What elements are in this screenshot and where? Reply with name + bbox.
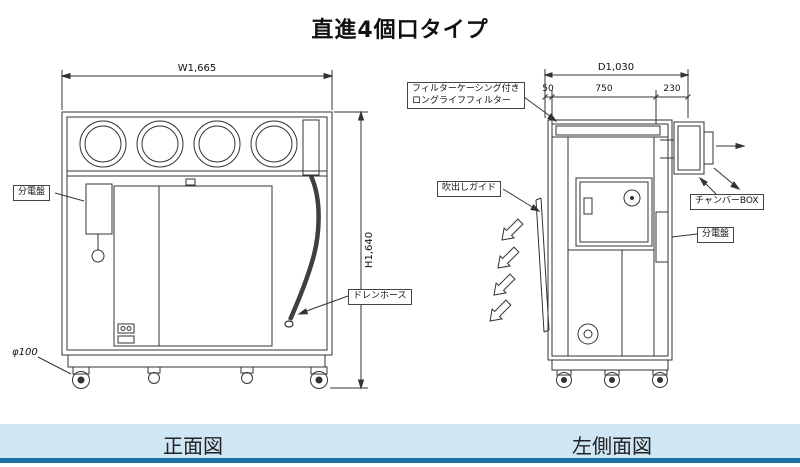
- outlet-arrow-diagonal: [713, 167, 741, 190]
- front-height-dim-text: H1,640: [364, 232, 375, 268]
- front-caster-right: [310, 366, 328, 389]
- fan-outlet-3: [193, 120, 241, 168]
- leader-caster-diameter: [37, 356, 72, 375]
- airflow-arrow: [501, 218, 524, 241]
- filter-casing: [555, 125, 661, 136]
- fan-outlet-4: [250, 120, 298, 168]
- side-inner-unit: [575, 177, 653, 247]
- fan-outlet-2: [136, 120, 184, 168]
- side-caster-1: [556, 369, 572, 388]
- footer-bar: [0, 458, 800, 463]
- front-width-dimension: [60, 70, 334, 110]
- leader-filter: [523, 96, 558, 122]
- door-handle: [185, 178, 196, 186]
- caption-side-view: 左側面図: [572, 434, 652, 458]
- side-caster-2: [604, 369, 620, 388]
- side-dim-seg-230: 230: [663, 84, 680, 94]
- blowout-guide: [535, 197, 550, 333]
- fan-motor-symbol: [623, 189, 641, 207]
- side-view: [489, 69, 746, 388]
- side-cabinet-outline: [547, 119, 673, 361]
- front-left-panel: [85, 183, 113, 263]
- leader-guide: [502, 188, 541, 212]
- side-depth-dimension: [542, 69, 691, 124]
- leader-distribution-board-side: [671, 233, 698, 238]
- label-distribution-board-front: 分電盤: [13, 185, 51, 201]
- front-foot-right: [240, 366, 254, 384]
- footer-band: [0, 424, 800, 458]
- outlet-arrow-right: [716, 142, 746, 150]
- side-base-frame: [551, 359, 669, 371]
- drawing-canvas: W1,665 H1,640 φ100 D1,030 50 750 230: [12, 62, 746, 390]
- label-chamber-box: チャンバーBOX: [690, 194, 764, 210]
- label-outlet-guide: 吹出しガイド: [437, 181, 502, 197]
- front-foot-left: [147, 366, 161, 384]
- side-distribution-board: [655, 211, 669, 263]
- front-base-frame: [67, 354, 326, 368]
- side-bottom-details: [577, 323, 599, 345]
- fan-outlets: [79, 120, 298, 168]
- front-caster-left: [72, 366, 90, 389]
- side-caster-3: [652, 369, 668, 388]
- label-filter-line1: フィルターケーシング付き: [412, 84, 520, 94]
- front-door-panel: [113, 178, 273, 347]
- page-title: 直進4個口タイプ: [311, 18, 489, 43]
- airflow-arrow: [489, 299, 512, 322]
- leader-chamber: [698, 176, 717, 195]
- caster-diameter-text: φ100: [12, 347, 38, 358]
- chamber-box: [660, 121, 714, 175]
- airflow-arrows: [489, 218, 524, 322]
- fan-outlet-1: [79, 120, 127, 168]
- drain-hose: [284, 119, 321, 328]
- side-dim-seg-50: 50: [542, 84, 554, 94]
- label-distribution-board-side: 分電盤: [697, 227, 735, 243]
- side-depth-dim-text: D1,030: [598, 62, 634, 73]
- airflow-arrow: [497, 246, 520, 269]
- label-filter-line2: ロングライフフィルター: [412, 95, 511, 106]
- label-filter: フィルターケーシング付き ロングライフフィルター: [407, 82, 525, 110]
- side-dim-seg-750: 750: [595, 84, 612, 94]
- front-height-dimension: [330, 110, 368, 390]
- caption-front-view: 正面図: [163, 434, 223, 458]
- leader-distribution-board-front: [54, 192, 85, 202]
- front-view: [37, 70, 368, 390]
- airflow-arrow: [493, 273, 516, 296]
- leader-drain-hose: [297, 295, 349, 315]
- front-width-dim-text: W1,665: [178, 63, 217, 74]
- label-drain-hose: ドレンホース: [348, 289, 412, 305]
